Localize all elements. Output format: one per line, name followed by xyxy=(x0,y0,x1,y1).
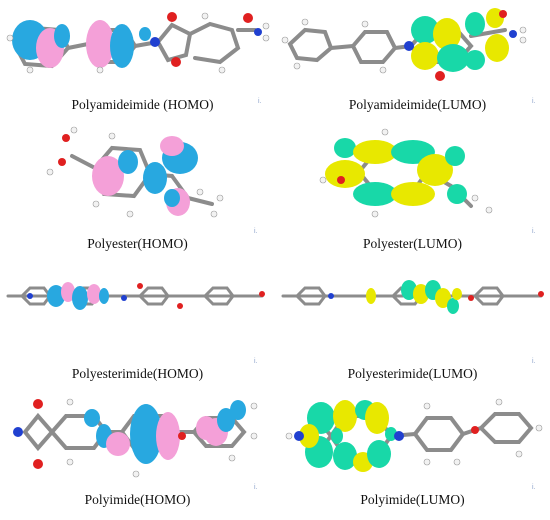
polyimide-homo-molecule xyxy=(13,398,258,478)
panel-polyesterimide-homo xyxy=(0,266,275,346)
mark-polyimide-homo: i. xyxy=(254,484,258,491)
caption-polyimide-homo: Polyimide(HOMO) xyxy=(84,492,191,507)
caption-polyesterimide-homo: Polyesterimide(HOMO) xyxy=(71,366,204,381)
mark-polyester-homo: i. xyxy=(254,228,258,235)
panel-polyester-lumo xyxy=(275,118,550,230)
caption-polyester-homo: Polyester(HOMO) xyxy=(87,236,188,251)
polyimide-lumo-molecule xyxy=(285,398,543,472)
panel-polyamideimide-homo xyxy=(0,0,275,92)
mark-polyamideimide-homo: i. xyxy=(258,98,262,105)
mark-polyesterimide-homo: i. xyxy=(254,358,258,365)
polyesterimide-homo-molecule xyxy=(6,282,265,310)
polyesterimide-lumo-molecule xyxy=(281,280,544,314)
panel-polyester-homo xyxy=(0,118,275,230)
panel-polyesterimide-lumo xyxy=(275,266,550,346)
mark-polyimide-lumo: i. xyxy=(532,484,536,491)
panel-polyimide-lumo xyxy=(275,388,550,488)
mark-polyesterimide-lumo: i. xyxy=(532,358,536,365)
caption-polyesterimide-lumo: Polyesterimide(LUMO) xyxy=(347,366,478,381)
caption-polyamideimide-lumo: Polyamideimide(LUMO) xyxy=(348,97,487,112)
polyamideimide-homo-molecule xyxy=(6,12,270,74)
polyester-lumo-molecule xyxy=(319,128,493,218)
polyester-homo-molecule xyxy=(46,126,224,218)
polyamideimide-lumo-molecule xyxy=(281,8,527,81)
caption-polyimide-lumo: Polyimide(LUMO) xyxy=(360,492,465,507)
panel-polyamideimide-lumo xyxy=(275,0,550,92)
mark-polyester-lumo: i. xyxy=(532,228,536,235)
caption-polyamideimide-homo: Polyamideimide (HOMO) xyxy=(71,97,214,112)
mark-polyamideimide-lumo: i. xyxy=(532,98,536,105)
panel-polyimide-homo xyxy=(0,388,275,488)
caption-polyester-lumo: Polyester(LUMO) xyxy=(363,236,462,251)
